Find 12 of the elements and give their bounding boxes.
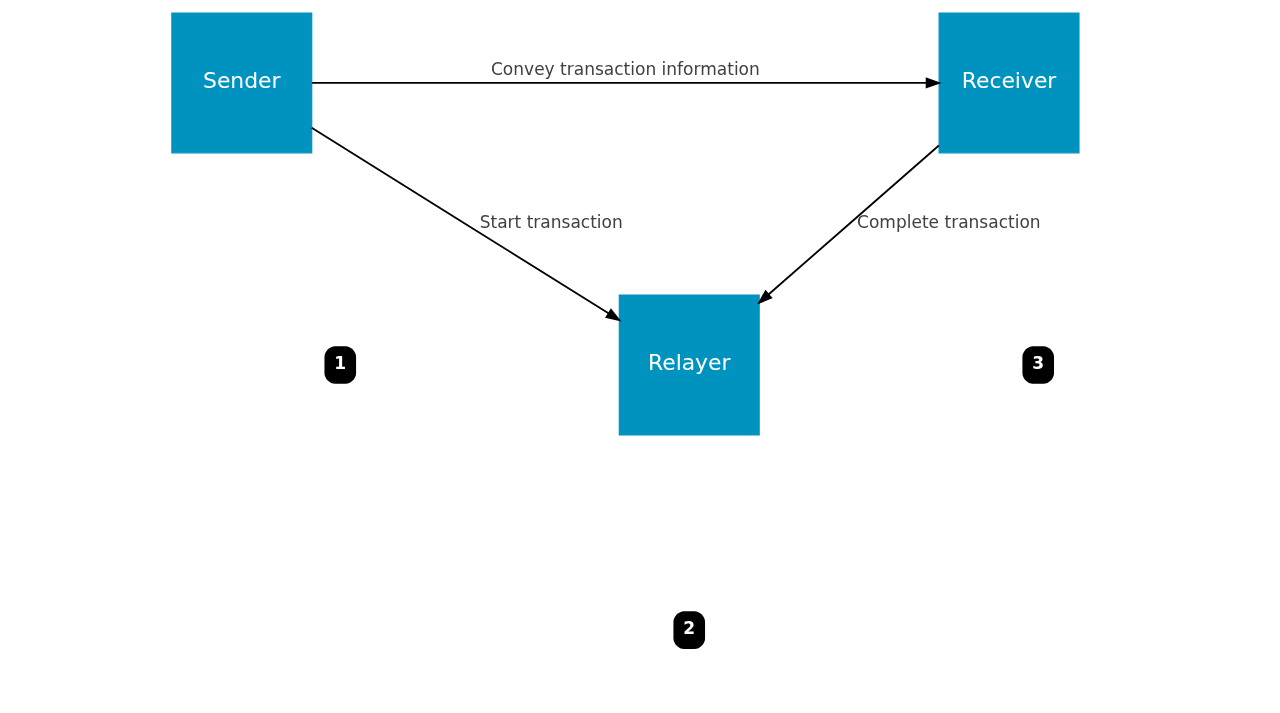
node-box: Sender [171, 12, 313, 154]
arrow [311, 77, 942, 89]
node-box: Receiver [938, 12, 1080, 154]
edge-label: Complete transaction [857, 212, 1041, 233]
edge-label: Start transaction [479, 212, 623, 233]
node-box: Relayer [618, 294, 760, 436]
arrow [757, 144, 940, 305]
label: 1 [334, 352, 347, 373]
edge-label: Convey transaction information [490, 58, 760, 79]
arrow [310, 126, 622, 322]
label: 3 [1032, 352, 1044, 373]
label: 2 [683, 617, 696, 638]
